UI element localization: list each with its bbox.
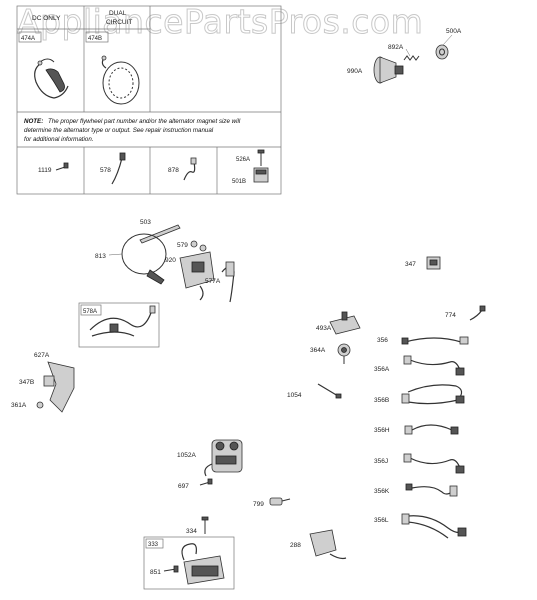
callout-333: 333 xyxy=(148,542,159,548)
table-outline xyxy=(16,5,282,195)
part-347b-connector xyxy=(43,375,55,387)
part-579-nut xyxy=(190,240,207,252)
part-288-coil xyxy=(309,529,347,560)
part-577a-lead xyxy=(221,261,235,303)
part-878-clip xyxy=(183,157,197,181)
callout-774: 774 xyxy=(445,312,456,319)
label-474a: 474A xyxy=(21,36,35,42)
callout-578a: 578A xyxy=(83,309,97,315)
part-356j-harness xyxy=(403,453,465,474)
callout-920: 920 xyxy=(165,257,176,264)
part-334-screw xyxy=(201,516,209,534)
part-1052a-solenoid xyxy=(204,439,243,477)
label-878: 878 xyxy=(168,167,179,174)
callout-503: 503 xyxy=(140,219,151,226)
callout-627a: 627A xyxy=(34,352,50,359)
callout-500a: 500A xyxy=(446,28,462,35)
note-line3: for additional information. xyxy=(24,136,93,143)
callout-892a: 892A xyxy=(388,44,404,51)
part-361a-screw xyxy=(36,401,44,409)
callout-851: 851 xyxy=(150,569,161,576)
callout-356b: 356B xyxy=(374,397,389,404)
part-990a-knob xyxy=(373,56,404,84)
part-356k-harness xyxy=(405,483,458,497)
watermark: AppliancePartsPros.com xyxy=(17,2,423,41)
part-356a-harness xyxy=(403,355,465,376)
note-line2: determine the alternator type or output.… xyxy=(24,127,214,134)
callout-356h: 356H xyxy=(374,427,390,434)
label-474b: 474B xyxy=(88,36,102,42)
note-line1: The proper flywheel part number and/or t… xyxy=(48,118,241,125)
callout-347b: 347B xyxy=(19,379,34,386)
part-333-ignition-box xyxy=(143,536,235,590)
part-474a-stator xyxy=(34,58,69,99)
part-356h-harness xyxy=(404,424,459,435)
part-500a-nut xyxy=(435,44,449,60)
part-356b-harness xyxy=(401,384,465,405)
callout-364a: 364A xyxy=(310,347,326,354)
part-503-bracket xyxy=(139,224,181,244)
callout-356l: 356L xyxy=(374,517,389,524)
part-578a-harness-box xyxy=(78,302,160,348)
header-dc-only: DC ONLY xyxy=(32,15,61,22)
callout-799: 799 xyxy=(253,501,264,508)
callout-577a: 577A xyxy=(205,278,221,285)
part-851-screw xyxy=(163,565,179,573)
callout-990a: 990A xyxy=(347,68,363,75)
callout-1052a: 1052A xyxy=(177,452,196,459)
part-892a-spring xyxy=(403,55,420,61)
part-474b-stator xyxy=(101,55,140,105)
part-799-fuse xyxy=(269,497,291,506)
callout-1054: 1054 xyxy=(287,392,302,399)
part-774-lead xyxy=(469,305,486,321)
label-501b: 501B xyxy=(232,179,246,185)
callout-493a: 493A xyxy=(316,325,332,332)
part-578-lead xyxy=(111,152,126,185)
callout-697: 697 xyxy=(178,483,189,490)
callout-356k: 356K xyxy=(374,488,390,495)
callout-356a: 356A xyxy=(374,366,390,373)
callout-356: 356 xyxy=(377,337,388,344)
callout-356j: 356J xyxy=(374,458,388,465)
note-label: NOTE: xyxy=(24,118,43,125)
part-356-harness xyxy=(401,336,469,345)
callout-813: 813 xyxy=(95,253,106,260)
callout-334: 334 xyxy=(186,528,197,535)
part-356l-harness xyxy=(401,513,467,539)
callout-579: 579 xyxy=(177,242,188,249)
part-697-screw xyxy=(199,478,213,486)
part-627a-bracket xyxy=(47,361,75,413)
callout-288: 288 xyxy=(290,542,301,549)
part-920-regulator xyxy=(179,251,215,301)
alternator-table: DC ONLY DUAL CIRCUIT 474A 474B NOTE: The… xyxy=(16,5,282,195)
part-526a-501b-rectifier xyxy=(253,149,269,183)
label-578: 578 xyxy=(100,167,111,174)
part-364a-switch xyxy=(337,343,351,364)
label-526a: 526A xyxy=(236,157,250,163)
part-1054-tie xyxy=(317,383,342,399)
header-dual-line2: CIRCUIT xyxy=(106,19,132,26)
callout-361a: 361A xyxy=(11,402,27,409)
part-1119-screw xyxy=(55,162,69,171)
header-dual-line1: DUAL xyxy=(109,10,127,17)
callout-347: 347 xyxy=(405,261,416,268)
part-493a-bracket xyxy=(329,311,361,335)
part-347-connector xyxy=(426,256,441,270)
label-1119: 1119 xyxy=(38,167,52,174)
